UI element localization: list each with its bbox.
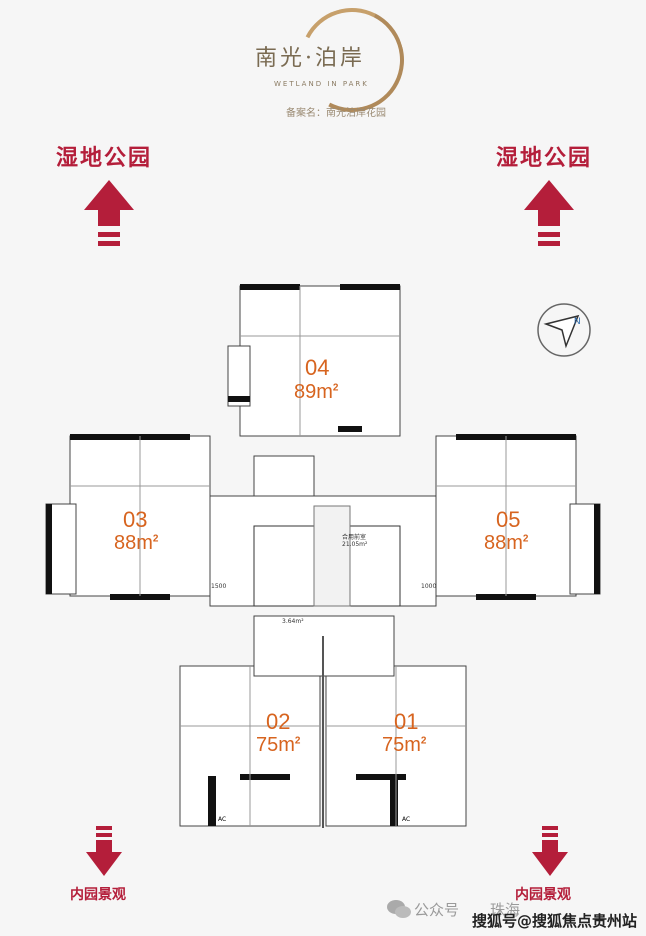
- unit-02-number: 02: [266, 709, 291, 734]
- lobby-area: 21.05m²: [342, 541, 368, 548]
- corridor-area: 3.64m²: [282, 618, 304, 625]
- ac-label: AC: [218, 816, 227, 823]
- down-arrow-icon: [86, 826, 122, 876]
- watermark-text: 搜狐号@搜狐焦点贵州站: [472, 912, 638, 930]
- unit-05-area: 88m2: [484, 532, 529, 554]
- inner-garden-label-left: 内园景观: [70, 887, 126, 903]
- compass-north-label: N: [574, 316, 581, 326]
- city-label: 珠海: [490, 901, 521, 919]
- unit-01-area: 75m2: [382, 734, 427, 756]
- dimension-right: 1000: [421, 583, 437, 590]
- unit-05-number: 05: [496, 507, 521, 532]
- logo-title: 南光·泊岸: [255, 46, 365, 71]
- ac-label: AC: [402, 816, 411, 823]
- dimension-left: 1500: [211, 583, 227, 590]
- unit-04-number: 04: [305, 355, 330, 380]
- down-arrow-icon: [532, 826, 568, 876]
- floor-plan: [45, 284, 601, 828]
- wechat-label: 公众号: [414, 901, 460, 919]
- inner-garden-label-right: 内园景观: [515, 887, 571, 903]
- lobby-label: 合用前室: [342, 534, 367, 541]
- unit-02-area: 75m2: [256, 734, 301, 756]
- unit-04-area: 89m2: [294, 381, 339, 403]
- wetland-park-label-right: 湿地公园: [496, 146, 593, 171]
- unit-01-number: 01: [394, 709, 419, 734]
- registration-name: 备案名：南光泊岸花园: [286, 108, 386, 119]
- unit-03-number: 03: [123, 507, 148, 532]
- logo-subtitle: WETLAND IN PARK: [274, 80, 369, 88]
- up-arrow-icon: [84, 180, 134, 246]
- compass-icon: N: [537, 303, 591, 357]
- unit-03-area: 88m2: [114, 532, 159, 554]
- wechat-icon: [387, 900, 411, 918]
- wetland-park-label-left: 湿地公园: [56, 146, 153, 171]
- up-arrow-icon: [524, 180, 574, 246]
